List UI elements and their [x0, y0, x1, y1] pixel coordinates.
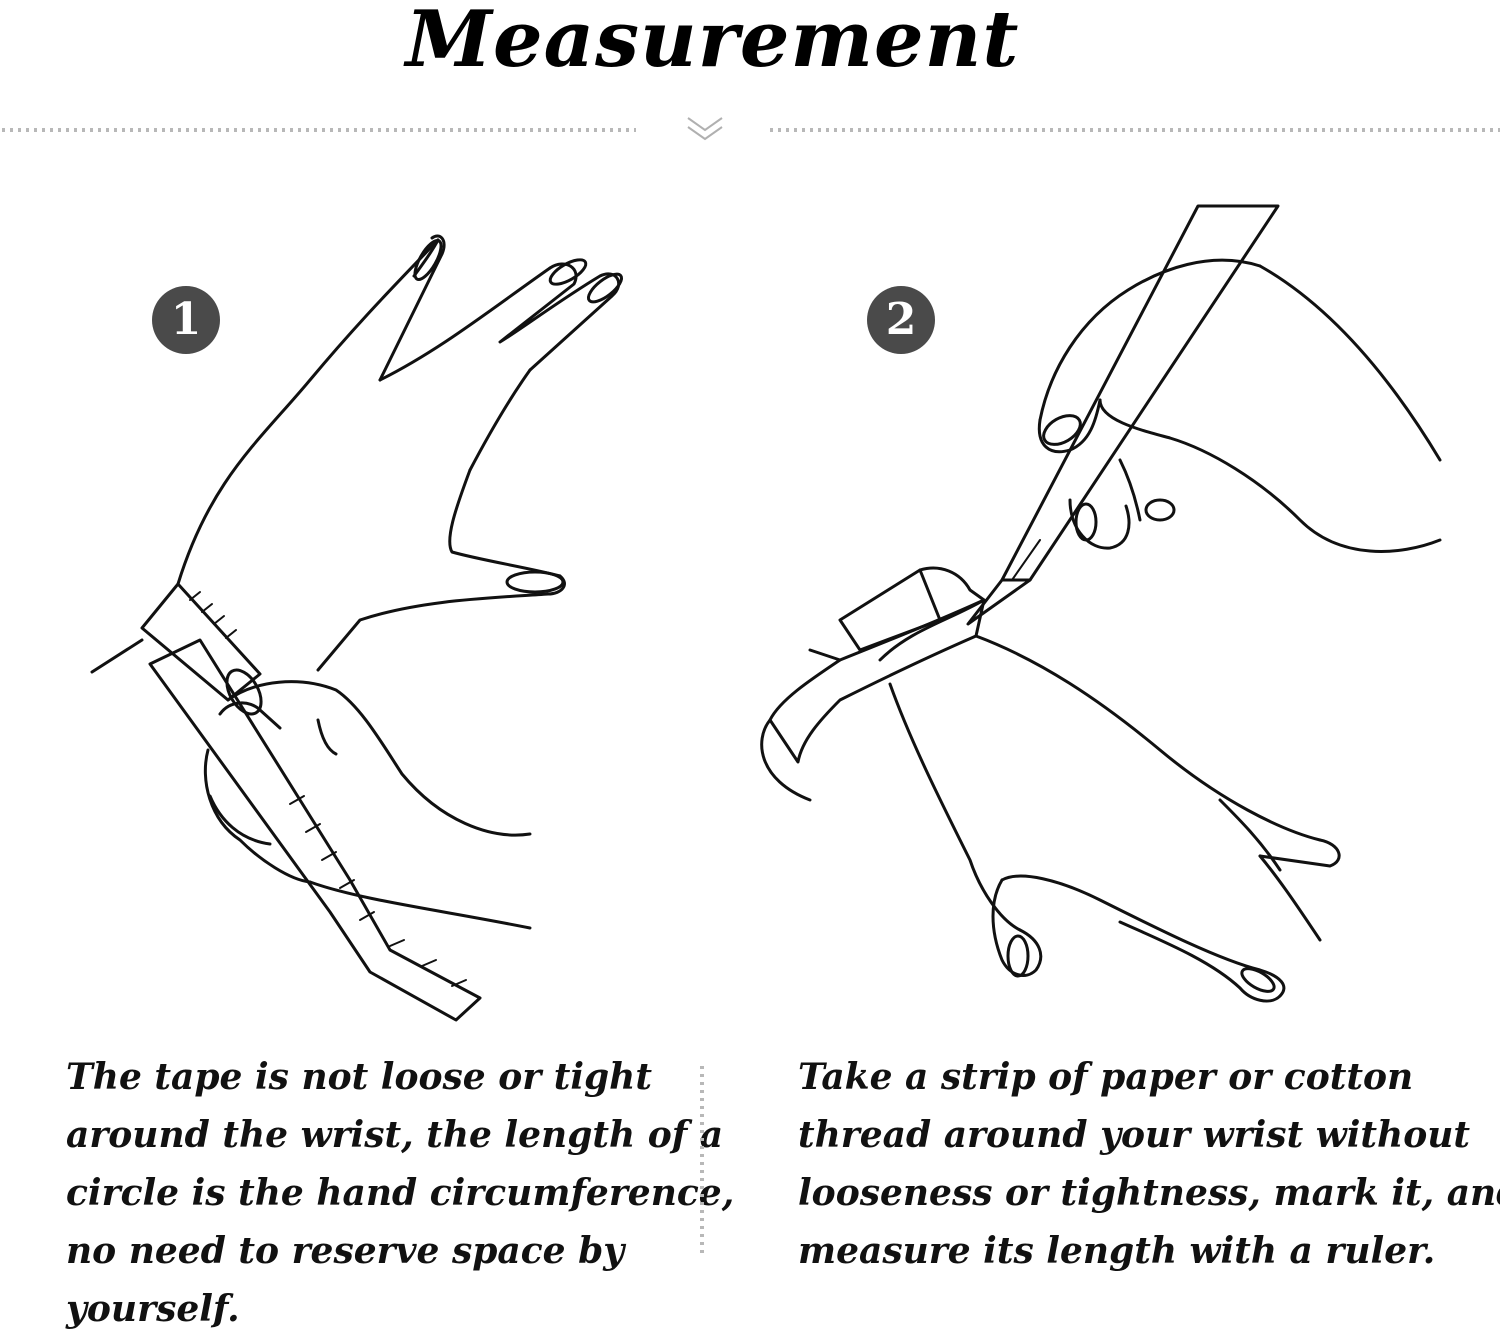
caption-line: The tape is not loose or tight: [66, 1056, 652, 1098]
dotted-vertical-separator: [700, 1066, 704, 1256]
caption-line: measure its length with a ruler.: [798, 1230, 1436, 1272]
step-badge-1: 1: [152, 286, 220, 354]
step-2-caption: Take a strip of paper or cotton thread a…: [798, 1048, 1500, 1280]
caption-line: Take a strip of paper or cotton: [798, 1056, 1414, 1098]
hand-marking-paper-strip-illustration: [760, 204, 1442, 1003]
caption-line: around the wrist, the length of a: [66, 1114, 724, 1156]
caption-line: no need to reserve space by: [66, 1230, 625, 1272]
step-1-caption: The tape is not loose or tight around th…: [66, 1048, 735, 1338]
caption-line: thread around your wrist without: [798, 1114, 1471, 1156]
caption-line: circle is the hand circumference,: [66, 1172, 735, 1214]
page-title: Measurement: [405, 0, 1020, 85]
caption-line: yourself.: [66, 1288, 240, 1330]
hand-with-measuring-tape-illustration: [90, 234, 624, 1022]
step-badge-2: 2: [867, 286, 935, 354]
double-chevron-down-icon: [687, 117, 723, 141]
caption-line: looseness or tightness, mark it, and: [798, 1172, 1500, 1214]
dotted-divider: [2, 117, 1500, 141]
